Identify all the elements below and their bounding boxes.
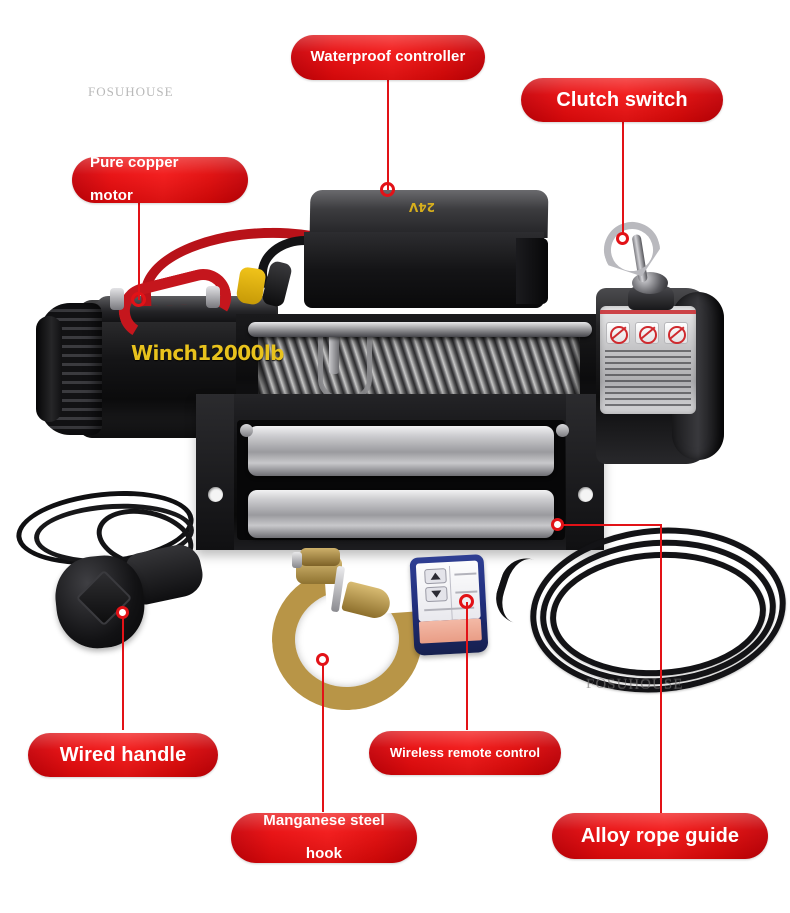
callout-wireless-remote-control[interactable]: Wireless remote control xyxy=(369,731,561,775)
fairlead-roller-bottom xyxy=(248,490,554,538)
callout-pure-copper-motor[interactable]: Pure copper motor xyxy=(72,153,248,205)
warning-label-stripe xyxy=(600,310,696,314)
winch-model-marking: Winch12000lb xyxy=(131,341,284,365)
no-hands-icon xyxy=(664,322,688,344)
base-left-mount xyxy=(196,394,234,550)
hook-clevis-pin xyxy=(292,552,302,568)
callout-label-alloy-rope-guide: Alloy rope guide xyxy=(580,824,740,847)
no-standing-icon xyxy=(635,322,659,344)
watermark-top-left: FOSUHOUSE xyxy=(88,84,174,99)
watermark-bottom-right: FOSUHOUSE xyxy=(586,676,684,692)
anchor-dot-clutch-switch xyxy=(616,232,629,245)
remote-text-line-1 xyxy=(454,572,477,576)
anchor-dot-waterproof-controller xyxy=(380,182,395,197)
callout-manganese-steel-hook[interactable]: Manganese steel hook xyxy=(231,811,417,863)
controller-box-side xyxy=(516,238,548,304)
mount-hole-left xyxy=(208,487,223,502)
remote-warning-panel xyxy=(418,618,482,644)
callout-line-2: motor xyxy=(90,187,133,205)
rope-clip xyxy=(329,334,339,374)
callout-label-waterproof-controller: Waterproof controller xyxy=(310,48,466,66)
anchor-dot-wired-handle xyxy=(116,606,129,619)
anchor-dot-pure-copper-motor xyxy=(131,292,146,307)
controller-box-top xyxy=(309,190,549,238)
callout-wired-handle[interactable]: Wired handle xyxy=(28,733,218,777)
fairlead-roller-top xyxy=(248,426,554,476)
callout-alloy-rope-guide[interactable]: Alloy rope guide xyxy=(552,813,768,859)
leader-line-waterproof-controller xyxy=(387,80,389,190)
no-lifting-icon xyxy=(606,322,630,344)
callout-label-manganese-steel-hook: Manganese steel hook xyxy=(243,811,405,863)
leader-line-alloy-rope-guide-vertical xyxy=(660,524,662,813)
callout-line-2: hook xyxy=(305,845,343,863)
leader-line-clutch-switch xyxy=(622,122,624,244)
terminal-bolt-left xyxy=(110,288,124,310)
callout-label-clutch-switch: Clutch switch xyxy=(556,88,688,111)
leader-line-alloy-rope-guide-horizontal xyxy=(558,524,662,526)
remote-down-button xyxy=(425,586,448,603)
warning-label xyxy=(600,306,696,414)
leader-line-manganese-steel-hook xyxy=(322,660,324,812)
remote-face-divider xyxy=(448,565,453,624)
roller-pin-left xyxy=(240,424,253,437)
callout-label-wireless-remote-control: Wireless remote control xyxy=(389,744,541,760)
controller-voltage-marking: 24V xyxy=(409,200,435,214)
wireless-remote xyxy=(409,554,489,656)
callout-clutch-switch[interactable]: Clutch switch xyxy=(521,78,723,122)
warning-pictograms xyxy=(606,322,688,344)
leader-line-wireless-remote-control xyxy=(466,602,468,730)
leader-line-wired-handle xyxy=(122,614,124,730)
rope-loop xyxy=(318,336,372,401)
callout-line-1: Manganese steel xyxy=(263,811,385,829)
controller-box-front xyxy=(304,232,544,308)
remote-up-button xyxy=(424,568,447,585)
callout-waterproof-controller[interactable]: Waterproof controller xyxy=(291,35,485,80)
remote-face-label xyxy=(415,560,481,624)
terminal-bolt-right xyxy=(206,286,220,308)
anchor-dot-wireless-remote-control xyxy=(459,594,474,609)
callout-label-pure-copper-motor: Pure copper motor xyxy=(90,153,230,205)
anchor-dot-alloy-rope-guide xyxy=(551,518,564,531)
hook-clevis xyxy=(300,548,340,566)
anchor-dot-manganese-steel-hook xyxy=(316,653,329,666)
callout-line-1: Pure copper xyxy=(90,153,179,171)
drum-tie-rod xyxy=(248,322,592,337)
roller-pin-right xyxy=(556,424,569,437)
motor-end-cap xyxy=(36,316,62,422)
warning-label-text-lines xyxy=(605,350,691,408)
callout-label-wired-handle: Wired handle xyxy=(59,743,187,766)
leader-line-pure-copper-motor xyxy=(138,202,140,300)
mount-hole-right xyxy=(578,487,593,502)
